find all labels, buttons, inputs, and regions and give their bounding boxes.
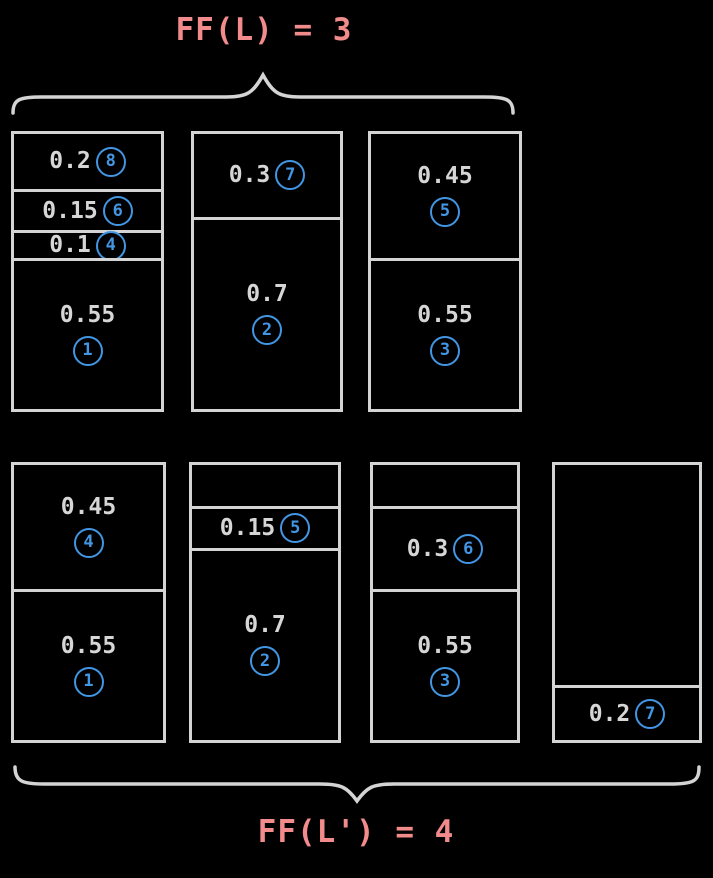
item-number-badge: 6 (453, 534, 484, 564)
free-space (192, 465, 338, 506)
item-number-badge: 8 (95, 146, 126, 177)
item-value: 0.3 (406, 535, 449, 562)
item-number-badge: 4 (73, 527, 104, 558)
item-number-badge: 7 (275, 160, 306, 191)
item-value: 0.3 (228, 161, 271, 188)
item-value: 0.45 (417, 162, 473, 189)
item-value: 0.7 (246, 281, 288, 308)
title-ff-l-prime: FF(L') = 4 (257, 814, 455, 850)
brace-top (11, 71, 515, 115)
item-number-badge: 6 (102, 196, 133, 227)
item-value: 0.7 (244, 612, 286, 639)
item-value: 0.55 (417, 632, 473, 659)
bin-item: 0.55 1 (14, 257, 161, 409)
item-value: 0.55 (60, 632, 117, 659)
bin-item: 0.55 3 (371, 257, 519, 409)
item-number-badge: 1 (72, 335, 103, 366)
item-value: 0.45 (60, 493, 117, 520)
bin-item: 0.55 3 (373, 588, 517, 740)
item-number-badge: 5 (430, 196, 460, 227)
item-value: 0.2 (588, 700, 631, 727)
item-value: 0.55 (59, 301, 116, 328)
item-value: 0.55 (417, 301, 473, 328)
item-number-badge: 4 (95, 230, 126, 261)
item-number-badge: 1 (73, 666, 104, 697)
item-value: 0.2 (49, 148, 91, 174)
item-value: 0.15 (219, 514, 276, 541)
bin-item: 0.55 1 (14, 588, 163, 740)
title-ff-l: FF(L) = 3 (175, 12, 353, 48)
bin-item: 0.45 5 (371, 134, 519, 258)
item-number-badge: 7 (635, 699, 666, 729)
item-value: 0.1 (49, 232, 91, 258)
item-number-badge: 2 (252, 315, 282, 346)
item-number-badge: 5 (280, 513, 311, 544)
brace-bottom (13, 765, 701, 805)
free-space (555, 465, 699, 685)
bin-item: 0.45 4 (14, 465, 163, 589)
item-value: 0.15 (42, 197, 98, 224)
item-number-badge: 3 (430, 335, 460, 366)
bin-bottom-1: 0.45 4 0.55 1 (11, 462, 166, 743)
free-space (373, 465, 517, 506)
item-number-badge: 2 (250, 646, 280, 677)
bin-top-3: 0.45 5 0.55 3 (368, 131, 522, 412)
item-number-badge: 3 (430, 666, 460, 697)
